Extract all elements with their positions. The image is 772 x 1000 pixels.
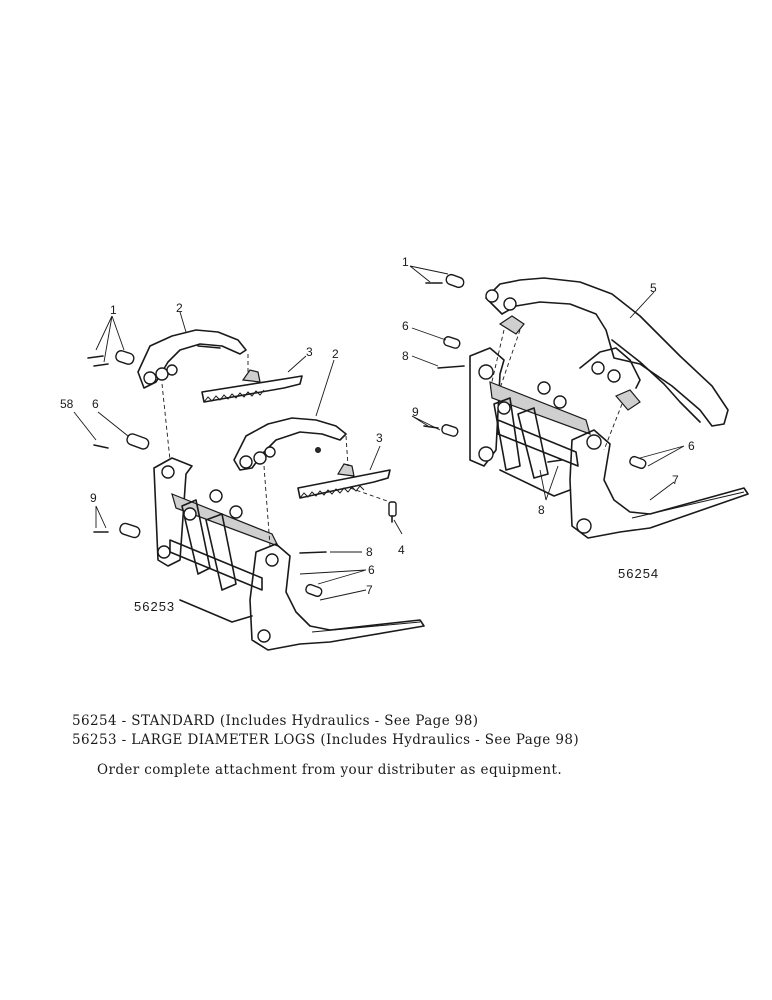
model-number-right: 56254 (618, 566, 659, 581)
callout-7-left: 7 (366, 583, 373, 597)
callout-6-lower-left: 6 (368, 563, 375, 577)
callout-3-lower-left: 3 (376, 431, 383, 445)
callout-1-right: 1 (402, 255, 409, 269)
callout-3-upper-left: 3 (306, 345, 313, 359)
grapple-arm-right (485, 277, 729, 451)
callout-1-left: 1 (110, 303, 117, 317)
callout-4-left: 4 (398, 543, 405, 557)
pin-set-1-right (425, 273, 465, 289)
callout-8-lower-right: 8 (538, 503, 545, 517)
pin-set-1-left (87, 350, 135, 367)
right-assembly: 1 5 6 8 9 6 7 8 56254 (402, 255, 749, 581)
order-instruction: Order complete attachment from your dist… (97, 762, 563, 778)
bolt-4-left (388, 501, 397, 523)
callout-6-lower-right: 6 (688, 439, 695, 453)
model-number-left: 56253 (134, 599, 175, 614)
callout-9-right: 9 (412, 405, 419, 419)
callout-2-upper-left: 2 (176, 301, 183, 315)
callout-5-right: 5 (650, 281, 657, 295)
frame-right (423, 336, 749, 539)
callout-6-upper-left: 6 (92, 397, 99, 411)
pin-set-58-6-left (93, 433, 150, 450)
left-assembly: 1 2 3 2 58 6 3 9 4 8 6 7 56253 (60, 301, 425, 651)
callout-8-left: 8 (366, 545, 373, 559)
callout-6-upper-right: 6 (402, 319, 409, 333)
callout-2-lower-left: 2 (332, 347, 339, 361)
pin-set-9-left (93, 522, 141, 539)
callout-7-right: 7 (672, 473, 679, 487)
grapple-arm-upper-left (137, 329, 247, 389)
grapple-arm-lower-left (233, 417, 347, 471)
frame-left (153, 457, 425, 651)
toothed-jaw-upper-left (201, 369, 303, 403)
callout-58-left: 58 (60, 397, 74, 411)
caption-standard: 56254 - STANDARD (Includes Hydraulics - … (72, 713, 479, 729)
toothed-jaw-lower-left (297, 447, 391, 499)
callout-8-upper-right: 8 (402, 349, 409, 363)
callout-9-left: 9 (90, 491, 97, 505)
caption-large-diameter: 56253 - LARGE DIAMETER LOGS (Includes Hy… (72, 732, 579, 748)
